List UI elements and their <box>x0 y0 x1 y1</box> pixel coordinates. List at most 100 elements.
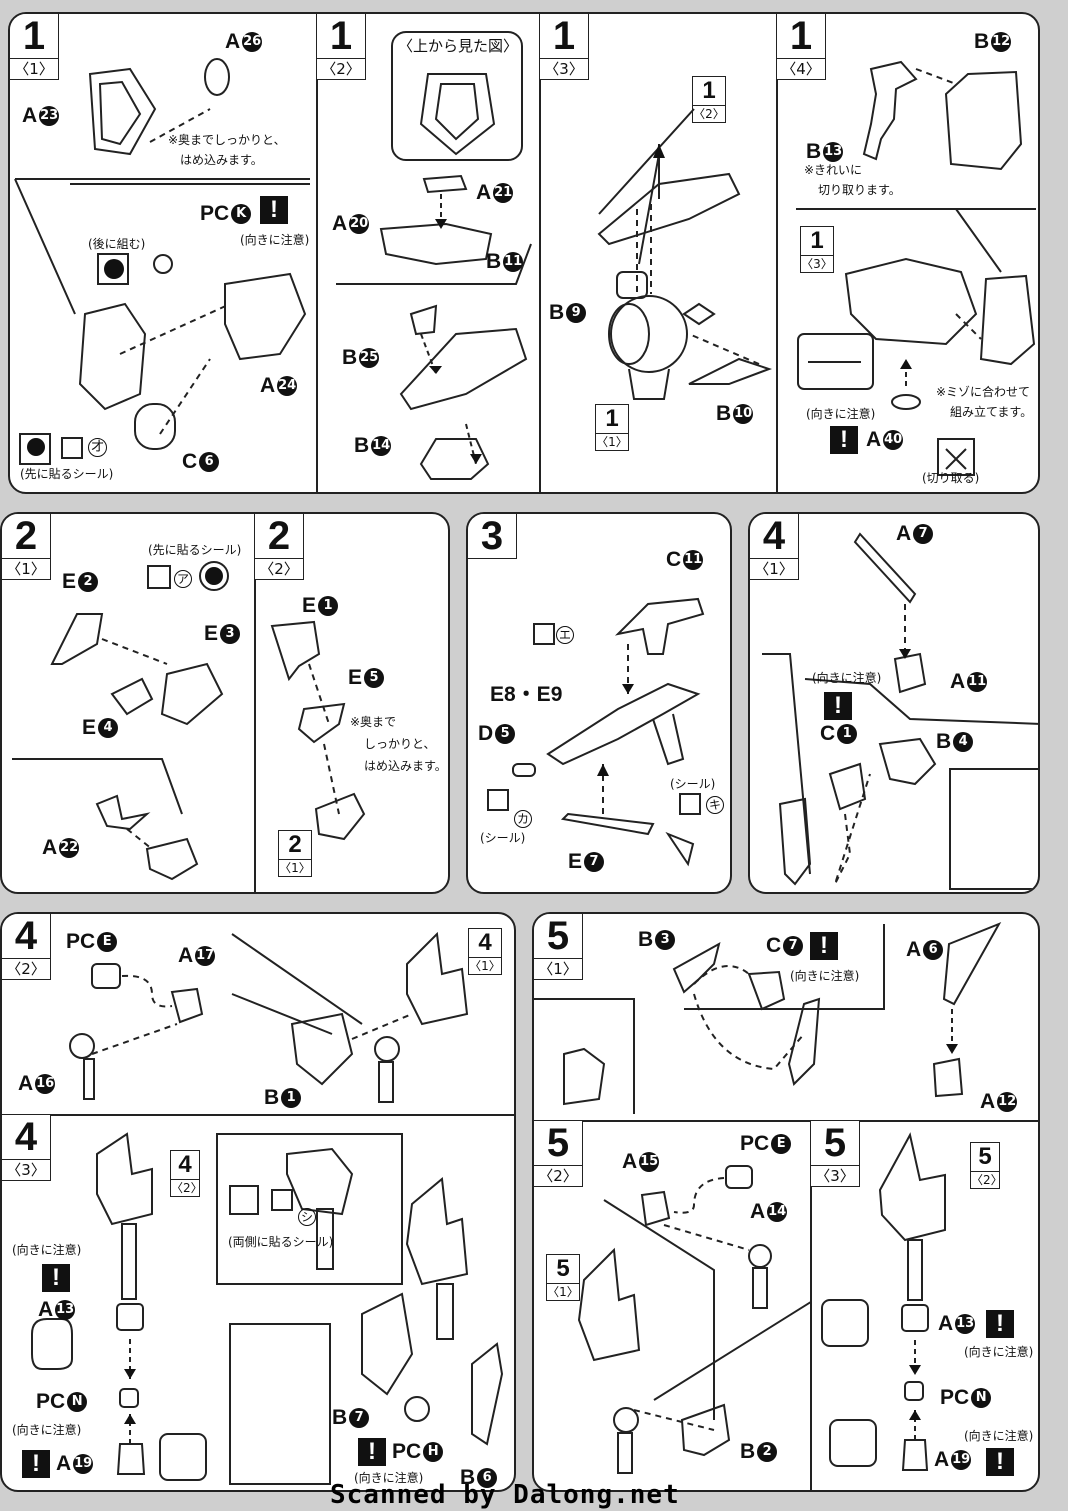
step-number: 5 <box>546 914 570 958</box>
step-substep: 〈2〉 <box>534 1165 582 1186</box>
divider <box>2 1114 514 1116</box>
instruction-note: ※奥までしっかりと、 <box>168 133 286 147</box>
assembly-illustration-5-2 <box>577 1165 810 1474</box>
caution-icon: ! <box>824 692 852 720</box>
caution-icon: ! <box>830 426 858 454</box>
step-number: 5 <box>546 1121 570 1165</box>
sticker-label: オ <box>88 438 107 457</box>
step-number: 5 <box>823 1121 847 1165</box>
divider <box>316 14 318 492</box>
step-number: 2 <box>267 514 291 558</box>
step-ref-5-2: 5 〈2〉 <box>970 1142 1003 1189</box>
assembly-illustration-2-1 <box>12 561 229 881</box>
assembly-illustration-1-1 <box>14 58 310 465</box>
assembly-illustration-2-2 <box>270 620 366 841</box>
step-badge-5-1: 5 〈1〉 <box>534 914 583 980</box>
sticker-label: ア <box>174 570 192 588</box>
caution-note: (向きに注意) <box>240 233 310 247</box>
caution-icon: ! <box>986 1448 1014 1476</box>
assembly-illustration-4-2 <box>69 931 469 1103</box>
step-substep: 〈2〉 <box>255 558 303 579</box>
step-ref-1-2: 1 〈2〉 <box>692 76 726 123</box>
assembly-illustration-1-2 <box>336 31 532 480</box>
assembly-illustration-1-4 <box>796 60 1036 476</box>
assembly-note: (後に組む) <box>88 237 146 251</box>
sticker-label: エ <box>556 626 574 644</box>
caution-note: (向きに注意) <box>12 1243 82 1257</box>
assembly-illustration-1-3 <box>597 108 772 400</box>
step-badge-4-1: 4 〈1〉 <box>750 514 799 580</box>
caution-note: (向きに注意) <box>806 407 876 421</box>
caution-icon: ! <box>260 196 288 224</box>
assembly-illustration-4-3 <box>31 1132 504 1485</box>
instruction-note: はめ込みます。 <box>364 759 447 773</box>
step-number: 3 <box>480 514 504 558</box>
instruction-note: ※ミゾに合わせて <box>936 385 1031 399</box>
step-badge-4-3: 4 〈3〉 <box>2 1114 51 1181</box>
divider <box>776 14 778 492</box>
sticker-note: (先に貼るシール) <box>148 543 242 557</box>
caution-icon: ! <box>358 1438 386 1466</box>
step-substep: 〈2〉 <box>2 958 50 979</box>
divider <box>539 14 541 492</box>
step-ref-4-2: 4 〈2〉 <box>170 1150 203 1197</box>
step-ref-1-3: 1 〈3〉 <box>800 226 834 273</box>
step-badge-5-2: 5 〈2〉 <box>534 1120 583 1187</box>
caution-note: (向きに注意) <box>964 1345 1034 1359</box>
instruction-note: ※きれいに <box>804 163 863 177</box>
step-badge-1-2: 1 〈2〉 <box>316 14 366 80</box>
caution-note: (向きに注意) <box>964 1429 1034 1443</box>
scanner-credit: Scanned by Dalong.net <box>330 1480 680 1510</box>
caution-note: (向きに注意) <box>12 1423 82 1437</box>
step-number: 2 <box>14 514 38 558</box>
step-substep: 〈3〉 <box>811 1165 859 1186</box>
step-ref-1-1: 1 〈1〉 <box>595 404 629 451</box>
instruction-note: 切り取ります。 <box>818 183 901 197</box>
sticker-note: (シール) <box>670 777 716 791</box>
sticker-note: (シール) <box>480 831 526 845</box>
step-ref-2-1: 2 〈1〉 <box>278 830 312 877</box>
step-ref-5-1: 5 〈1〉 <box>546 1254 580 1301</box>
divider <box>254 514 256 892</box>
sticker-label: シ <box>298 1208 316 1226</box>
step-badge-5-3: 5 〈3〉 <box>810 1120 860 1187</box>
assembly-illustration-5-3 <box>821 1132 946 1471</box>
step-number: 1 <box>22 14 46 58</box>
caution-note: (向きに注意) <box>790 969 860 983</box>
